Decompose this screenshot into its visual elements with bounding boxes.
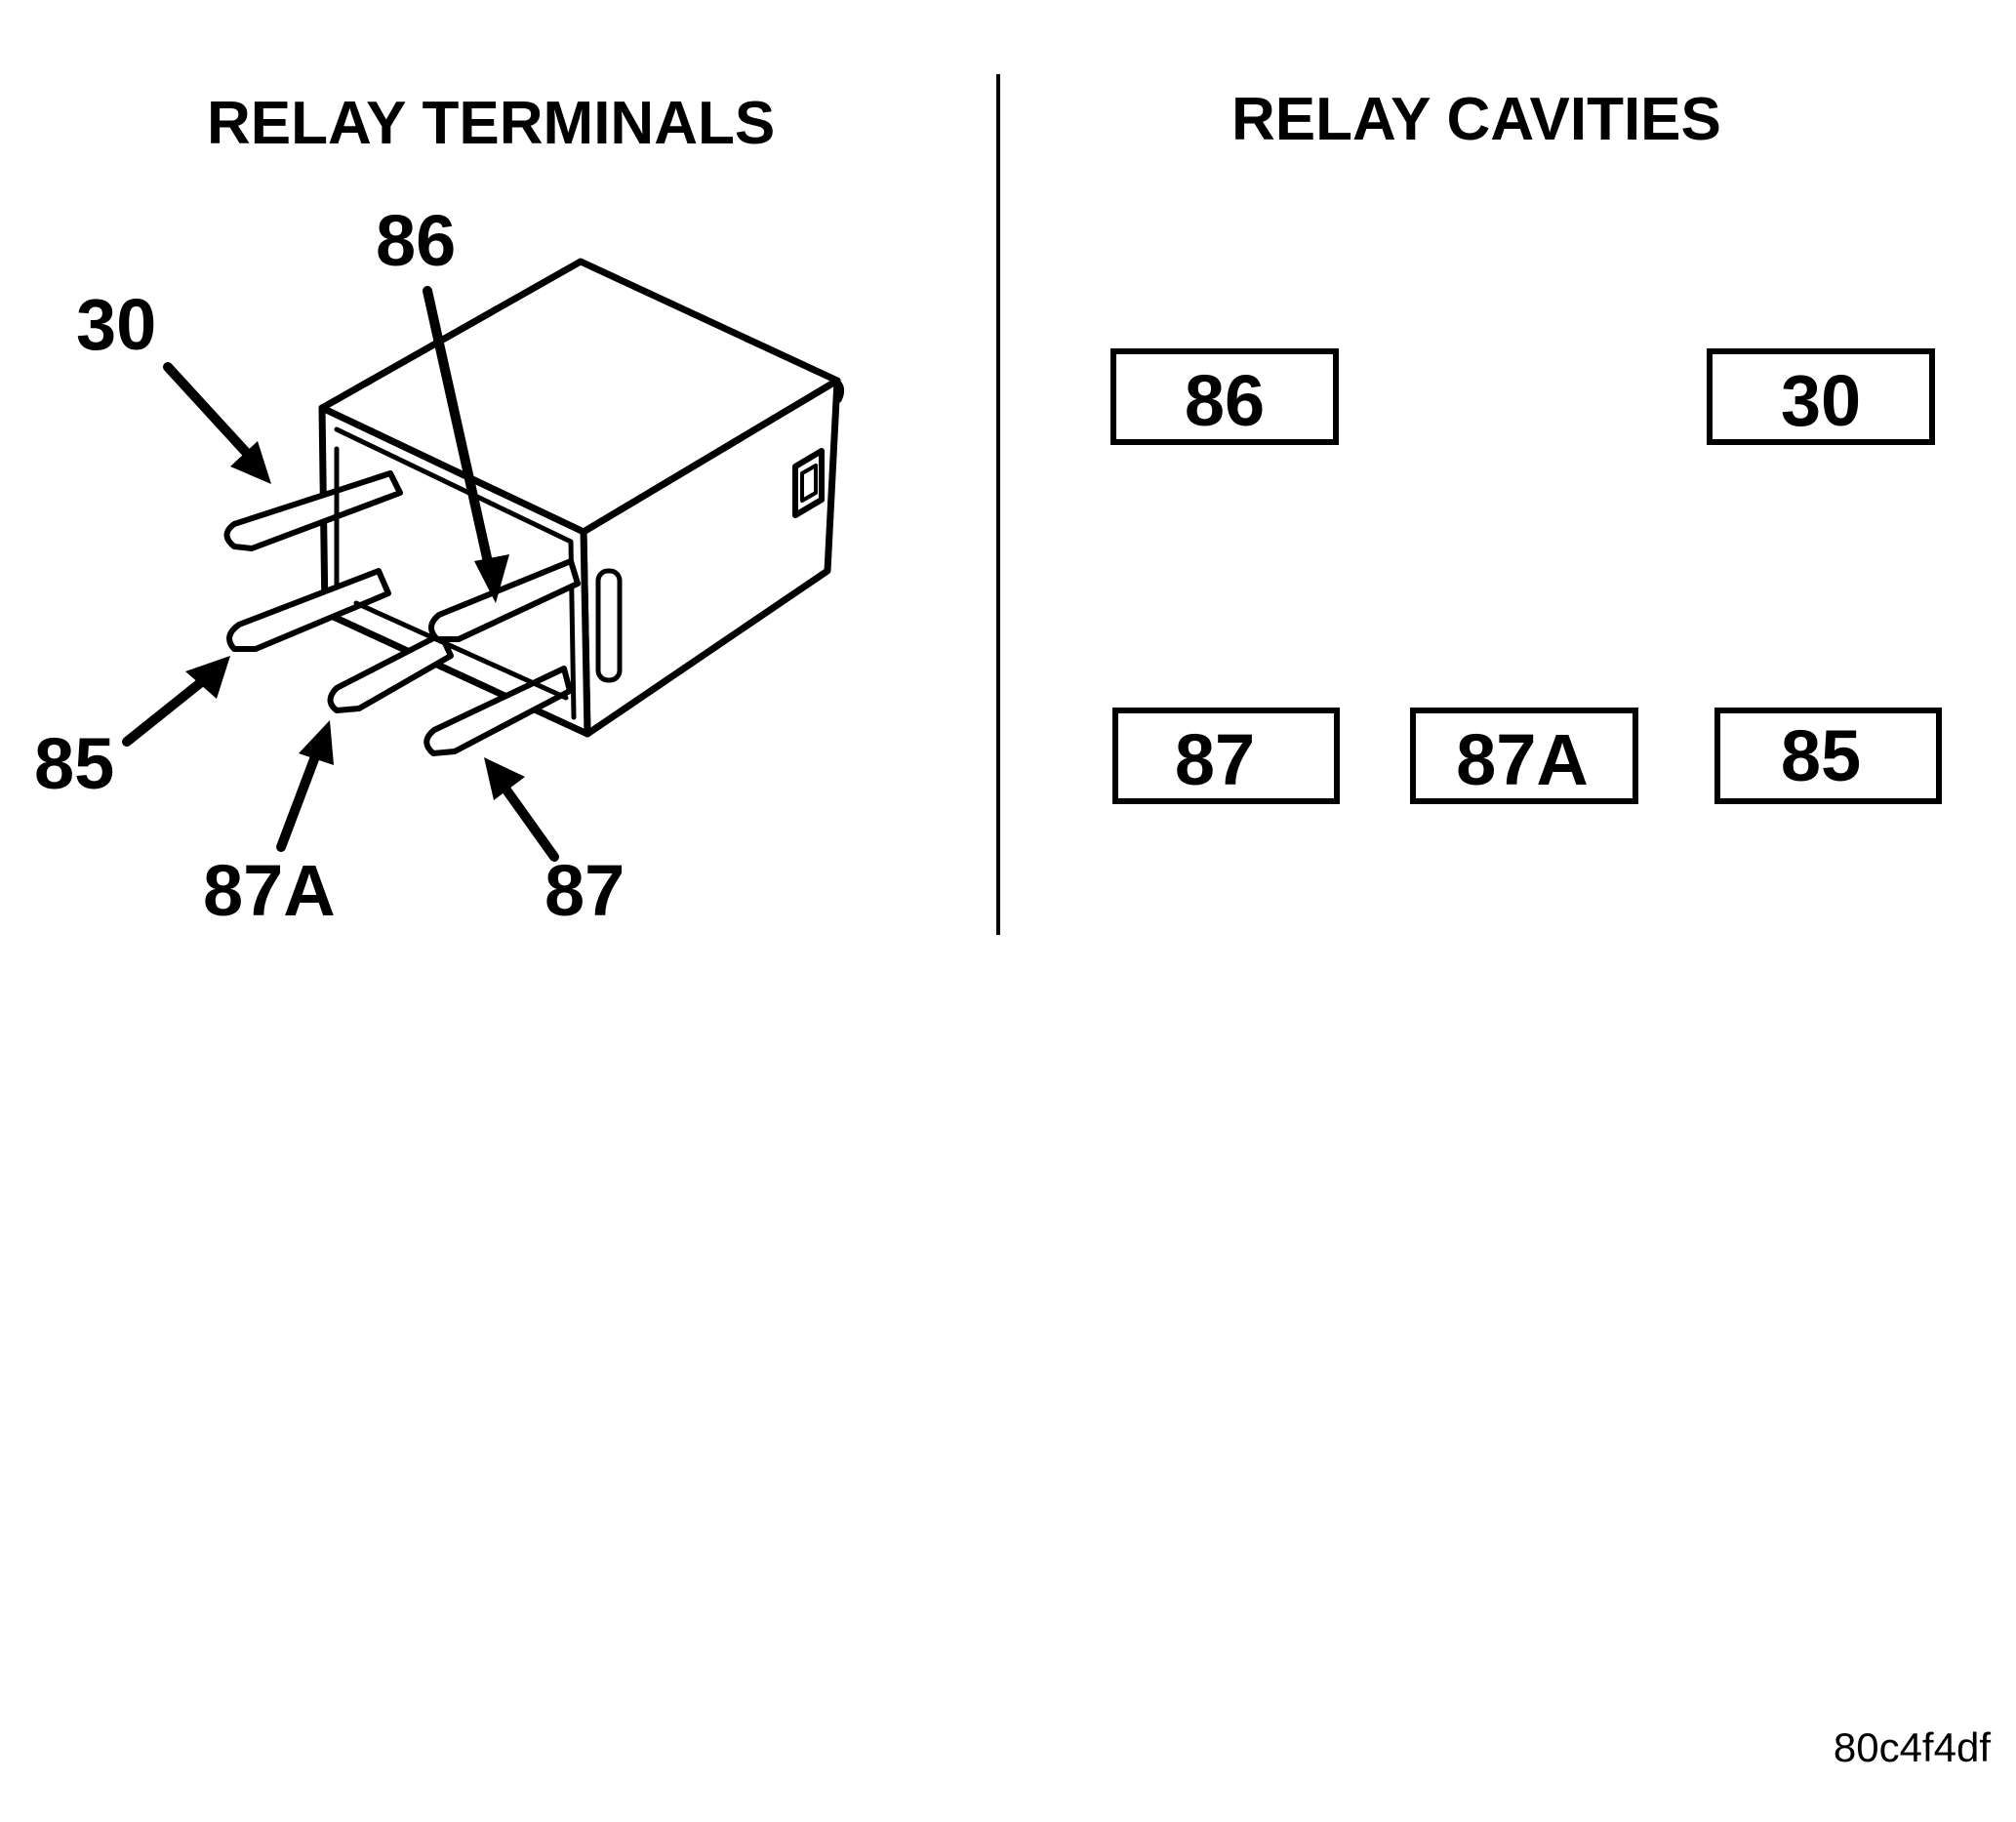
cavity-87a: 87A bbox=[1410, 708, 1638, 804]
pin-85 bbox=[226, 568, 391, 652]
cavity-30-label: 30 bbox=[1781, 360, 1861, 441]
cavity-85-label: 85 bbox=[1781, 715, 1861, 796]
relay-cavities-title: RELAY CAVITIES bbox=[1231, 86, 1721, 153]
relay-terminals-panel: RELAY TERMINALS bbox=[34, 90, 845, 931]
cavity-86: 86 bbox=[1110, 348, 1339, 445]
relay-corner-edge bbox=[834, 378, 845, 403]
cavity-30: 30 bbox=[1707, 348, 1935, 445]
cavity-87a-label: 87A bbox=[1456, 719, 1589, 800]
callout-85: 85 bbox=[34, 723, 114, 804]
pin-86 bbox=[428, 558, 581, 642]
figure-id: 80c4f4df bbox=[1834, 1724, 1991, 1770]
arrow-30-head bbox=[230, 441, 271, 484]
relay-pins bbox=[223, 446, 581, 756]
cavity-85-box bbox=[1714, 708, 1942, 804]
cavity-87: 87 bbox=[1112, 708, 1340, 804]
cavity-86-box bbox=[1110, 348, 1339, 445]
relay-terminals-title: RELAY TERMINALS bbox=[207, 90, 775, 157]
callout-87: 87 bbox=[544, 850, 625, 931]
arrow-85-shaft bbox=[122, 674, 210, 747]
arrow-85-head bbox=[185, 656, 230, 699]
pin-30 bbox=[223, 470, 403, 551]
cavity-86-label: 86 bbox=[1185, 360, 1265, 441]
pin-87 bbox=[423, 666, 573, 756]
relay-side-window-inner bbox=[800, 464, 818, 503]
pin-87a bbox=[327, 631, 454, 713]
cavity-30-box bbox=[1707, 348, 1935, 445]
arrow-86-shaft bbox=[423, 286, 495, 576]
callout-86: 86 bbox=[376, 200, 456, 281]
arrow-87-shaft bbox=[501, 784, 559, 862]
relay-front-inner-outline bbox=[334, 426, 577, 720]
arrow-87a-head bbox=[299, 720, 334, 765]
arrow-87a-shaft bbox=[276, 747, 322, 852]
cavity-87-label: 87 bbox=[1175, 719, 1255, 800]
relay-cavities-panel: RELAY CAVITIES 86 30 87 87A 85 bbox=[1110, 86, 1942, 804]
callout-30: 30 bbox=[76, 284, 156, 365]
relay-side-slot bbox=[595, 568, 623, 683]
cavity-87a-box bbox=[1410, 708, 1638, 804]
cavity-87-box bbox=[1112, 708, 1340, 804]
arrow-86-head bbox=[474, 554, 509, 603]
callout-87a: 87A bbox=[203, 850, 336, 931]
relay-side-window bbox=[792, 448, 825, 518]
arrow-30-shaft bbox=[163, 362, 259, 466]
arrow-87-head bbox=[484, 757, 525, 800]
pin-crossbar-lower bbox=[353, 600, 569, 701]
cavity-85: 85 bbox=[1714, 708, 1942, 804]
terminal-arrows bbox=[122, 286, 559, 862]
